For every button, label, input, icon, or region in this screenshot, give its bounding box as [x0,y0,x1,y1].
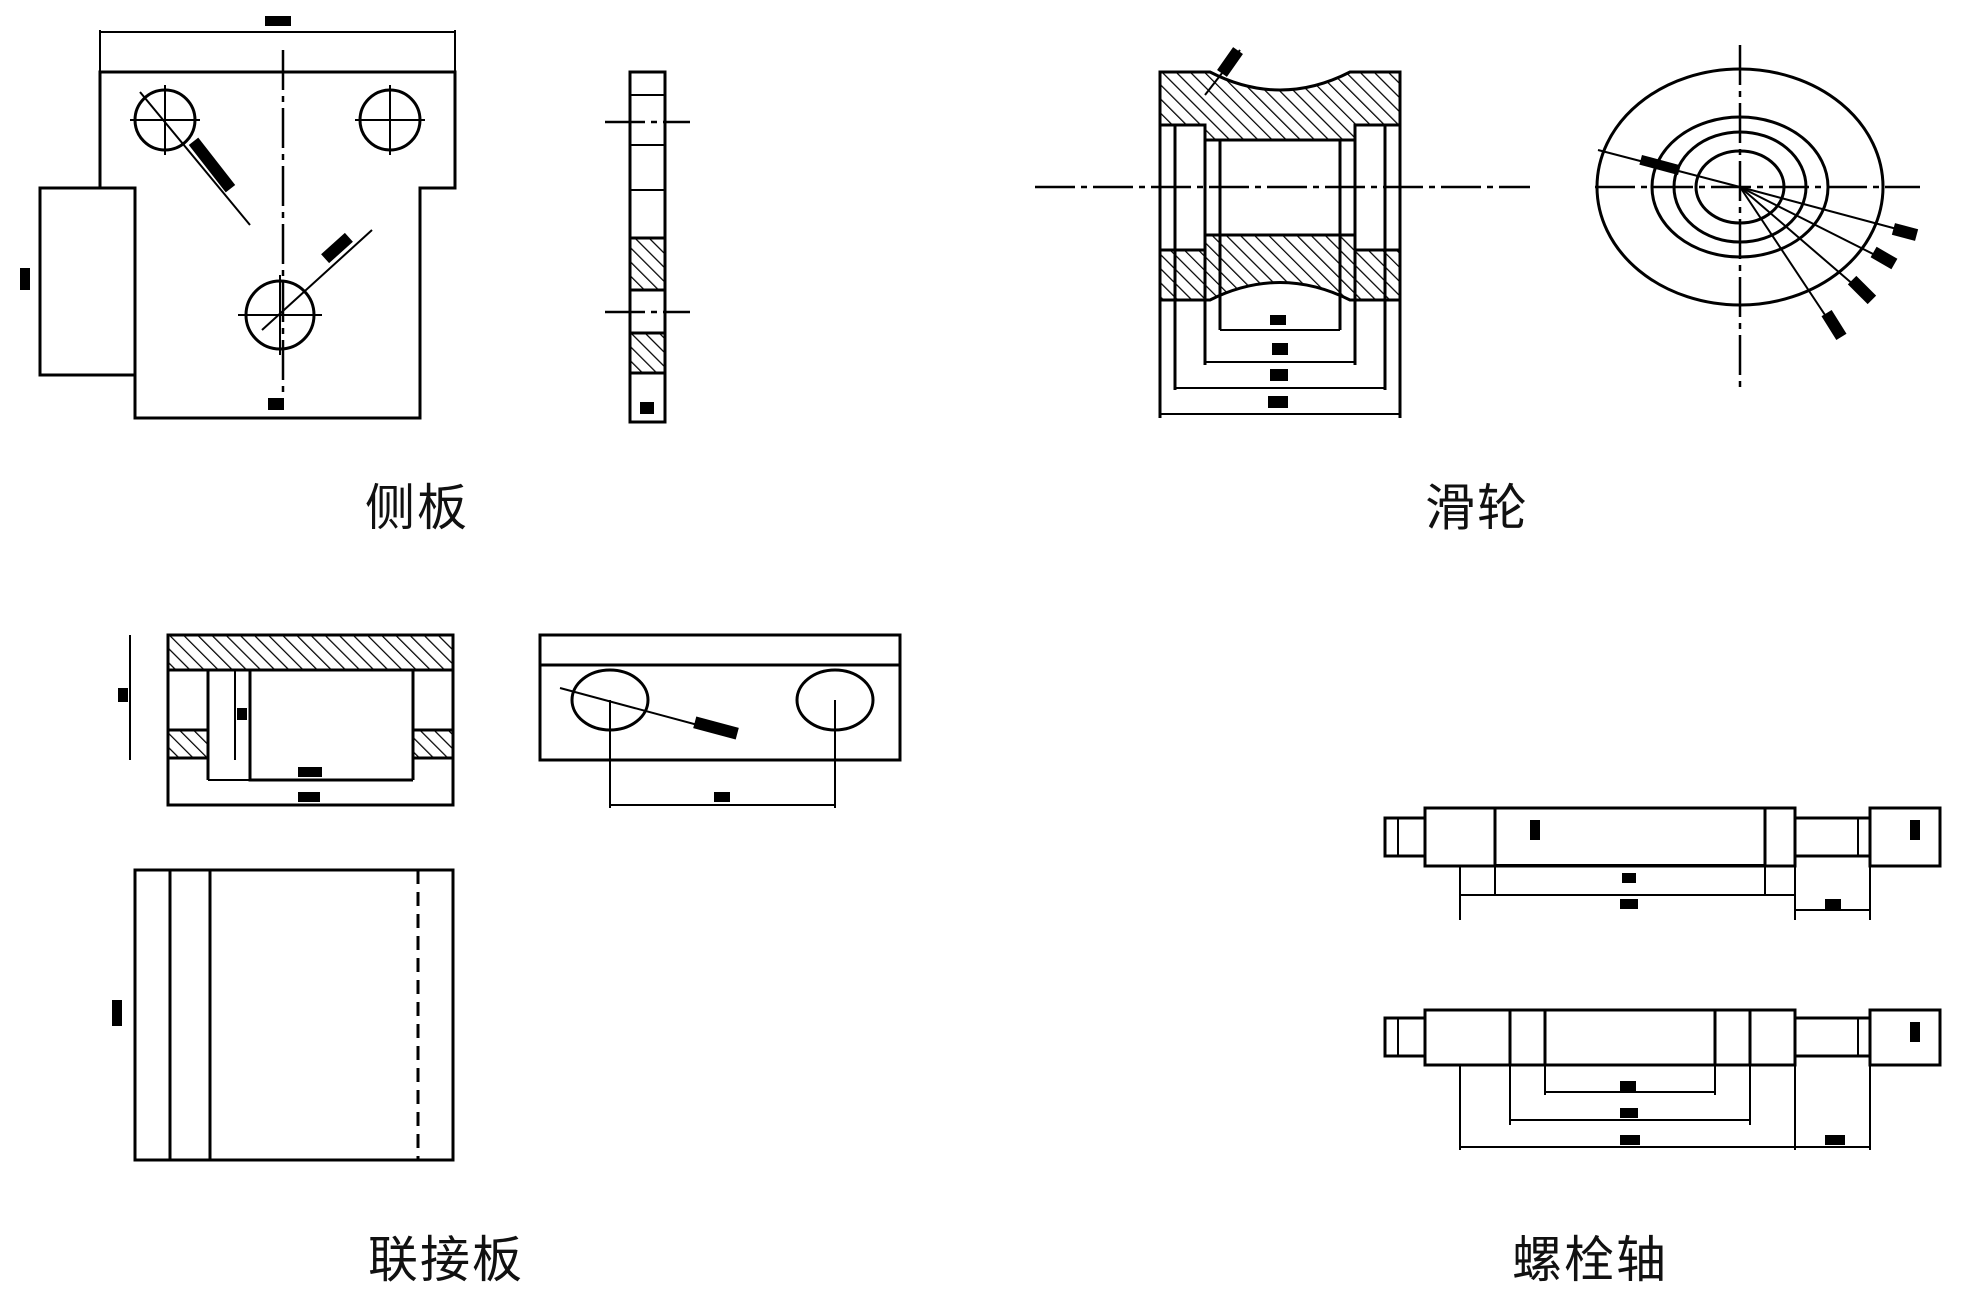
pulley-end-view [1595,45,1920,390]
bolt-shaft-view-1 [1383,806,1942,920]
side-plate-caption: 侧板 [365,479,469,537]
bolt-shaft-caption: 螺栓轴 [1512,1231,1668,1289]
pulley-caption: 滑轮 [1425,479,1529,537]
side-plate-side-view [605,70,690,424]
side-plate-front-view [20,16,457,420]
bolt-shaft-view-2 [1383,1008,1942,1150]
connecting-plate-front-view [112,868,455,1162]
pulley-section-view [1035,47,1530,418]
connecting-plate-section-view [118,633,455,807]
connecting-plate-top-view [538,633,902,808]
connecting-plate-caption: 联接板 [368,1231,524,1289]
